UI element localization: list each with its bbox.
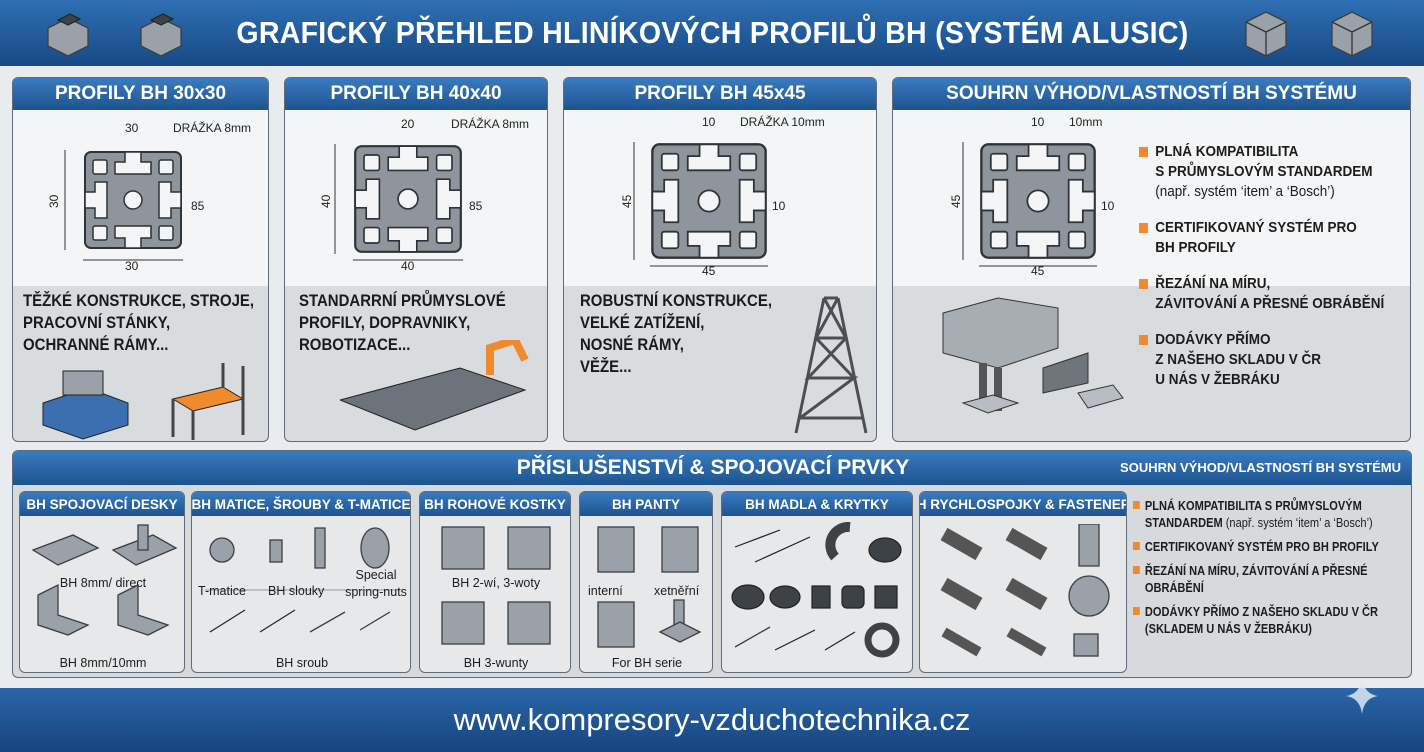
bullet-compatibility: PLNÁ KOMPATIBILITA S PRŮMYSLOVÝM STANDAR…	[1133, 497, 1409, 531]
section-bullets: PLNÁ KOMPATIBILITA S PRŮMYSLOVÝM STANDAR…	[1133, 497, 1409, 637]
frame-joint-illustration	[942, 297, 1124, 414]
caption: xetněřní	[654, 584, 700, 598]
caption: BH 8mm/ direct	[59, 576, 147, 590]
bullet-cutting: ŘEZÁNÍ NA MÍRU,ZÁVITOVÁNÍ A PŘESNÉ OBRÁB…	[1139, 274, 1409, 314]
svg-text:45: 45	[620, 194, 634, 208]
group-nuts-screws: BH MATICE, ŠROUBY & T-MATICE T-matice BH…	[191, 491, 411, 673]
panel-description: ROBUSTNÍ KONSTRUKCE,VELKÉ ZATÍŽENÍ,NOSNÉ…	[580, 291, 772, 376]
bullet-certified: CERTIFIKOVANÝ SYSTÉM PRO BH PROFILY	[1133, 538, 1409, 555]
group-title: BH RYCHLOSPOJKY & FASTENERY	[920, 492, 1126, 516]
caption: BH 3-wunty	[463, 656, 529, 670]
group-handles-caps: BH MADLA & KRYTKY	[721, 491, 913, 673]
svg-text:10: 10	[702, 115, 716, 129]
group-title: BH PANTY	[580, 492, 712, 516]
caption: BH 8mm/10mm	[59, 656, 147, 670]
section-side-title: SOUHRN VÝHOD/VLASTNOSTÍ BH SYSTÉMU	[1120, 460, 1401, 475]
svg-text:10: 10	[772, 199, 786, 213]
group-title: BH SPOJOVACÍ DESKY	[20, 492, 184, 516]
profile-drawing: 10 DRÁŽKA 10mm 45 10 45	[620, 114, 825, 278]
profile-drawing: 30 DRÁŽKA 8mm 30 85 30	[47, 120, 251, 273]
svg-text:40: 40	[401, 259, 415, 273]
website-link[interactable]: www.kompresory-vzduchotechnika.cz	[453, 702, 971, 737]
svg-text:20: 20	[401, 117, 415, 131]
svg-text:40: 40	[319, 194, 333, 208]
caption: BH slouky	[268, 584, 325, 598]
svg-text:DRÁŽKA 8mm: DRÁŽKA 8mm	[451, 116, 529, 131]
caption: For BH serie	[611, 656, 683, 670]
panel-title: SOUHRN VÝHOD/VLASTNOSTÍ BH SYSTÉMU	[893, 78, 1410, 110]
group-title: BH ROHOVÉ KOSTKY	[420, 492, 570, 516]
svg-text:10mm: 10mm	[1069, 115, 1102, 129]
svg-text:30: 30	[125, 121, 139, 135]
panel-profile-30x30: PROFILY BH 30x30 30 DRÁŽKA 8mm 30 85 30 …	[12, 77, 269, 442]
section-title: PŘÍSLUŠENSTVÍ & SPOJOVACÍ PRVKY	[516, 456, 910, 479]
svg-text:85: 85	[191, 199, 205, 213]
svg-text:45: 45	[702, 264, 716, 278]
panel-title: PROFILY BH 40x40	[285, 78, 547, 110]
panel-profile-45x45: PROFILY BH 45x45 10 DRÁŽKA 10mm 45 10 45…	[563, 77, 877, 442]
caption: Special	[355, 568, 397, 582]
panel-description: TĚŽKÉ KONSTRUKCE, STROJE,PRACOVNÍ STÁNKY…	[23, 291, 255, 354]
svg-text:10: 10	[1031, 115, 1045, 129]
corner-cube-icon	[1245, 11, 1287, 57]
svg-text:DRÁŽKA 10mm: DRÁŽKA 10mm	[740, 114, 825, 129]
machine-icon	[140, 13, 182, 57]
accessories-section: PŘÍSLUŠENSTVÍ & SPOJOVACÍ PRVKY SOUHRN V…	[12, 450, 1412, 678]
header-banner: GRAFICKÝ PŘEHLED HLINÍKOVÝCH PROFILŮ BH …	[0, 0, 1424, 66]
footer: www.kompresory-vzduchotechnika.cz	[0, 688, 1424, 752]
sparkle-icon	[1346, 678, 1378, 714]
machine-illustration	[42, 363, 245, 440]
profile-drawing: 10 10mm 45 10 45	[949, 115, 1115, 278]
svg-text:45: 45	[1031, 264, 1045, 278]
panel-summary: SOUHRN VÝHOD/VLASTNOSTÍ BH SYSTÉMU 10 10…	[892, 77, 1411, 442]
svg-text:30: 30	[47, 194, 61, 208]
bullet-delivery: DODÁVKY PŘÍMO Z NAŠEHO SKLADU V ČR (SKLA…	[1133, 603, 1409, 637]
profile-drawing: 20 DRÁŽKA 8mm 40 85 40	[319, 116, 529, 273]
svg-text:10: 10	[1101, 199, 1115, 213]
conveyor-illustration	[340, 340, 529, 431]
group-title: BH MADLA & KRYTKY	[722, 492, 912, 516]
group-connecting-plates: BH SPOJOVACÍ DESKY BH 8mm/ direct BH 8mm…	[19, 491, 185, 673]
panel-title: PROFILY BH 30x30	[13, 78, 268, 110]
caption: spring-nuts	[345, 585, 407, 599]
svg-text:30: 30	[125, 259, 139, 273]
caption: BH sroub	[275, 656, 329, 670]
tower-illustration	[794, 296, 868, 434]
panel-profile-40x40: PROFILY BH 40x40 20 DRÁŽKA 8mm 40 85 40 …	[284, 77, 548, 442]
panel-title: PROFILY BH 45x45	[564, 78, 876, 110]
svg-text:85: 85	[469, 199, 483, 213]
svg-text:45: 45	[949, 194, 963, 208]
corner-cube-icon	[1331, 11, 1373, 57]
svg-text:DRÁŽKA 8mm: DRÁŽKA 8mm	[173, 120, 251, 135]
group-quick-couplings: BH RYCHLOSPOJKY & FASTENERY	[919, 491, 1127, 673]
group-hinges: BH PANTY interní xetněřní For BH serie	[579, 491, 713, 673]
bullet-cutting: ŘEZÁNÍ NA MÍRU, ZÁVITOVÁNÍ A PŘESNÉ OBRÁ…	[1133, 562, 1409, 596]
group-corner-cubes: BH ROHOVÉ KOSTKY BH 2-wí, 3-woty BH 3-wu…	[419, 491, 571, 673]
page-title: GRAFICKÝ PŘEHLED HLINÍKOVÝCH PROFILŮ BH …	[235, 15, 1189, 50]
machine-icon	[47, 13, 89, 57]
caption: interní	[588, 584, 623, 598]
caption: BH 2-wí, 3-woty	[451, 576, 541, 590]
group-title: BH MATICE, ŠROUBY & T-MATICE	[192, 492, 410, 516]
caption: T-matice	[198, 584, 246, 598]
